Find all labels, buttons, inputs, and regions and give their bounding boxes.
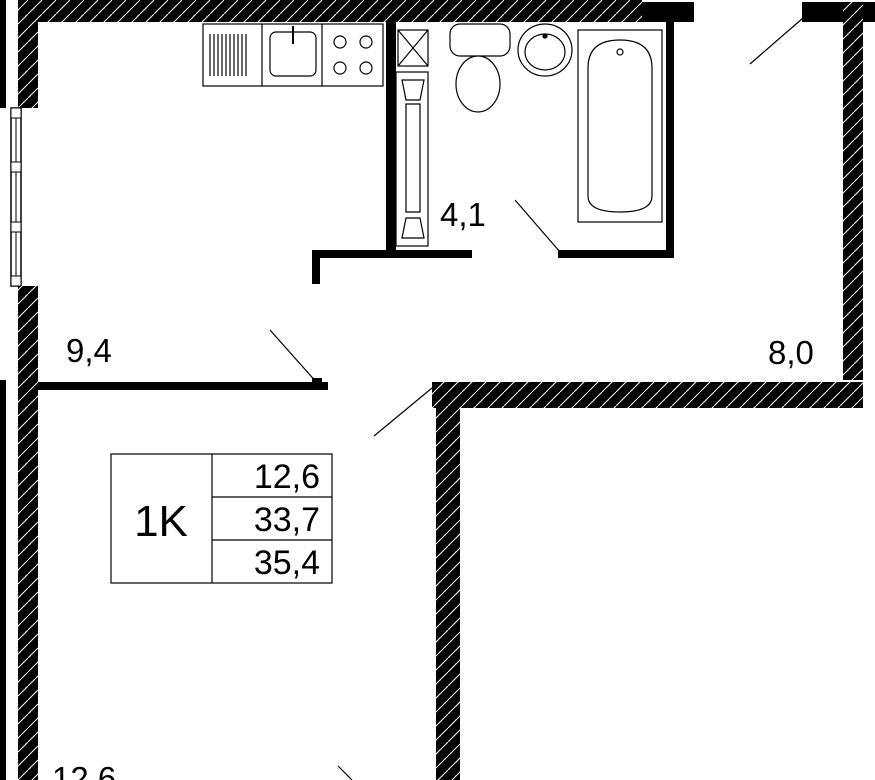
window [10, 107, 22, 287]
total-area-with-balcony-value: 35,4 [254, 544, 320, 582]
hallway-area: 8,0 [768, 334, 814, 371]
living-room-area: 12,6 [52, 760, 116, 780]
stove-icon [333, 35, 373, 75]
bathroom-bottom-partition-right [558, 250, 674, 258]
kitchen-partition-stub [312, 250, 320, 284]
bathtub-icon [577, 29, 663, 223]
bathroom-area: 4,1 [440, 196, 486, 233]
apartment-legend: 1K 12,6 33,7 35,4 [110, 453, 333, 584]
bathroom-left-partition [386, 22, 396, 258]
apartment-type: 1K [134, 497, 188, 546]
drainer [209, 34, 247, 76]
washbasin-icon [517, 23, 573, 77]
kitchen-area: 9,4 [66, 332, 112, 369]
bathroom-fixtures [395, 23, 663, 247]
kitchen-living-partition [38, 382, 328, 390]
living-area-value: 12,6 [254, 458, 320, 496]
total-area-value: 33,7 [254, 501, 320, 539]
living-room-door-swing [373, 387, 433, 437]
top-right-wall-corner [802, 2, 875, 22]
entrance-door-swing [749, 17, 804, 65]
kitchen-door-swing [269, 329, 319, 385]
top-wall-right-stub [642, 2, 694, 22]
bathroom-door-swing [514, 199, 561, 253]
door-swings [269, 17, 804, 780]
lower-door-swing [337, 765, 353, 780]
kitchen-counter [202, 23, 384, 87]
room-labels: 9,4 4,1 8,0 12,6 [52, 196, 814, 780]
bathroom-bottom-partition-left [312, 250, 472, 258]
toilet-icon [449, 23, 511, 113]
bathroom-right-partition [666, 22, 674, 258]
